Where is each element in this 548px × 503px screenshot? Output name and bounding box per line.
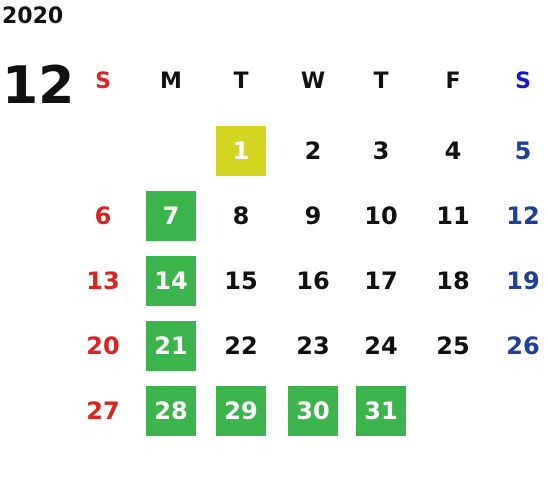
day-12[interactable]: 12 [506,202,540,230]
day-4[interactable]: 4 [444,137,462,165]
day-11[interactable]: 11 [436,202,470,230]
day-31[interactable]: 31 [356,386,406,436]
day-8[interactable]: 8 [232,202,250,230]
day-7[interactable]: 7 [146,191,196,241]
day-19[interactable]: 19 [506,267,540,295]
day-17[interactable]: 17 [364,267,398,295]
weekday-3: W [300,69,326,94]
weekday-0: S [95,69,111,94]
day-6[interactable]: 6 [94,202,112,230]
day-22[interactable]: 22 [224,332,258,360]
month-label: 12 [2,56,75,116]
day-16[interactable]: 16 [296,267,330,295]
day-28[interactable]: 28 [146,386,196,436]
day-30[interactable]: 30 [288,386,338,436]
weekday-1: M [160,69,182,94]
year-label: 2020 [2,4,64,29]
day-26[interactable]: 26 [506,332,540,360]
day-25[interactable]: 25 [436,332,470,360]
day-13[interactable]: 13 [86,267,120,295]
day-20[interactable]: 20 [86,332,120,360]
day-2[interactable]: 2 [304,137,322,165]
day-18[interactable]: 18 [436,267,470,295]
weekday-2: T [233,69,249,94]
day-14[interactable]: 14 [146,256,196,306]
day-9[interactable]: 9 [304,202,322,230]
weekday-6: S [515,69,531,94]
day-24[interactable]: 24 [364,332,398,360]
day-10[interactable]: 10 [364,202,398,230]
day-27[interactable]: 27 [86,397,120,425]
day-5[interactable]: 5 [514,137,532,165]
day-21[interactable]: 21 [146,321,196,371]
weekday-4: T [373,69,389,94]
day-23[interactable]: 23 [296,332,330,360]
day-1[interactable]: 1 [216,126,266,176]
day-15[interactable]: 15 [224,267,258,295]
day-3[interactable]: 3 [372,137,390,165]
day-29[interactable]: 29 [216,386,266,436]
weekday-5: F [445,69,461,94]
